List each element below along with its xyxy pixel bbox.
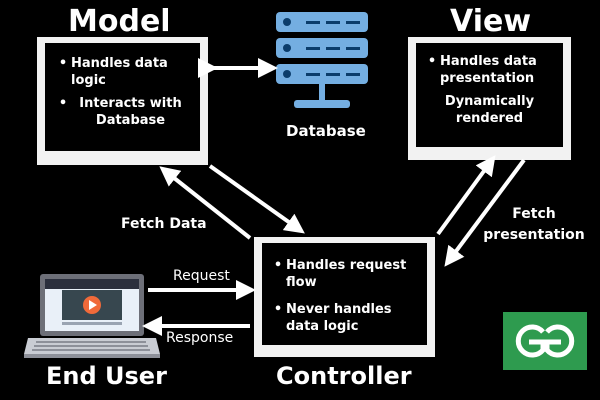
model-bullet-2: •Interacts with Database	[58, 96, 182, 128]
controller-bullet-2: •Never handles data logic	[273, 302, 392, 334]
controller-bullet-1: •Handles request flow	[273, 258, 407, 290]
controller-title: Controller	[276, 362, 412, 390]
controller-box: •Handles request flow •Never handles dat…	[254, 237, 435, 357]
gfg-logo	[503, 312, 587, 370]
laptop-icon	[24, 274, 160, 358]
view-note: Dynamically rendered	[444, 94, 535, 126]
fetch-presentation-label: Fetch presentation	[483, 206, 585, 243]
end-user-label: End User	[46, 362, 167, 390]
model-bullet-1: •Handles data logic	[58, 56, 168, 88]
response-label: Response	[166, 330, 234, 346]
model-to-controller-arrow	[208, 164, 305, 234]
request-label: Request	[173, 268, 230, 284]
controller-to-model-arrow	[159, 166, 252, 240]
database-icon	[276, 12, 368, 112]
model-box: •Handles data logic •Interacts with Data…	[37, 37, 208, 165]
model-title: Model	[68, 4, 171, 39]
view-title: View	[450, 4, 532, 39]
view-box: •Handles data presentation Dynamically r…	[408, 37, 571, 160]
database-label: Database	[286, 122, 366, 140]
controller-to-view-arrow	[436, 155, 496, 236]
view-to-controller-arrow	[444, 158, 526, 267]
fetch-data-label: Fetch Data	[121, 216, 207, 232]
view-bullet: •Handles data presentation	[427, 54, 537, 86]
